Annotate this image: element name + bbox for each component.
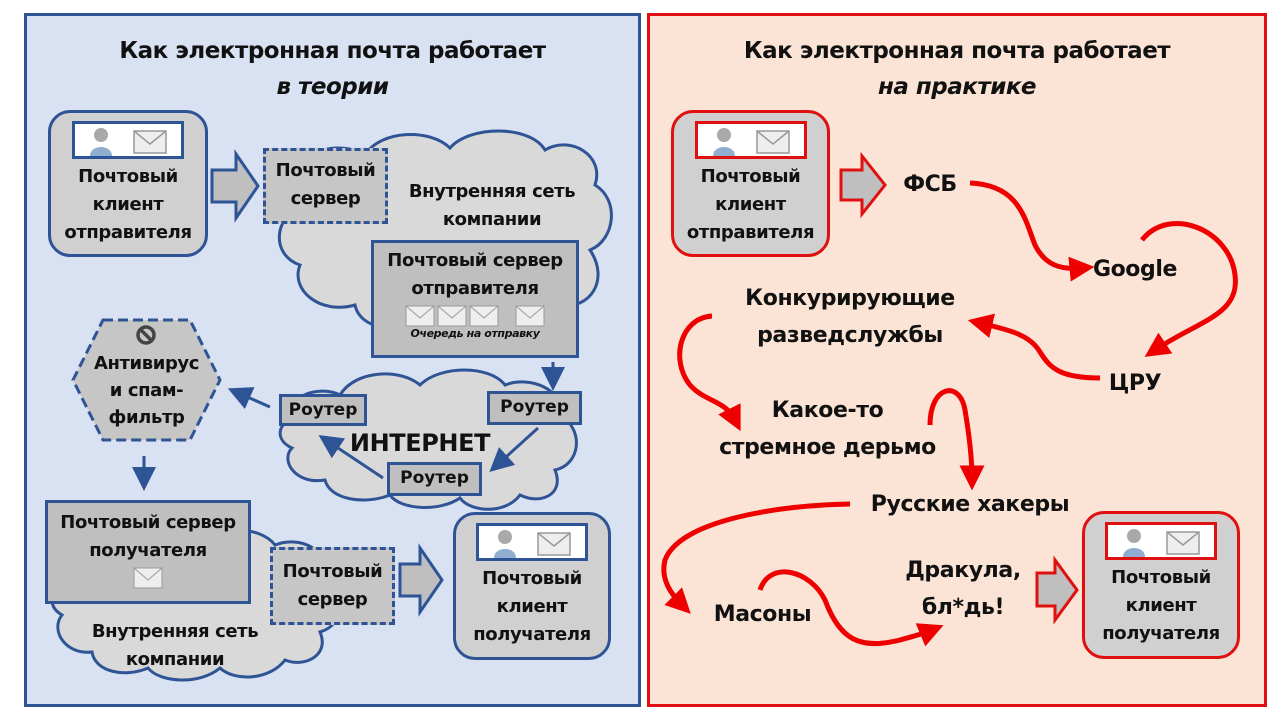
- antivirus-label-3: фильтр: [108, 407, 185, 428]
- node-fsb: ФСБ: [903, 172, 957, 197]
- node-shady-stuff: Какое-то стремное дерьмо: [690, 392, 965, 466]
- user-icon: [494, 530, 516, 558]
- node-cia: ЦРУ: [1108, 371, 1162, 396]
- node-dracula: Дракула, бл*дь!: [888, 552, 1038, 626]
- user-icon: [90, 128, 112, 156]
- internet-label: ИНТЕРНЕТ: [349, 429, 491, 457]
- sender-server-label-2: отправителя: [411, 278, 539, 299]
- envelope-icon: [755, 130, 790, 154]
- envelope-icon: [405, 305, 435, 327]
- internal-network-top-label-1: Внутренняя сеть: [408, 181, 576, 202]
- sender-client-box: Почтовый клиент отправителя: [48, 110, 208, 257]
- sender-server-label-1: Почтовый сервер: [387, 250, 563, 271]
- mail-server-bottom-label-2: сервер: [297, 589, 368, 610]
- practice-recipient-client-box: Почтовый клиент получателя: [1082, 511, 1240, 659]
- practice-sender-label-2: клиент: [715, 194, 786, 215]
- recipient-mail-server: Почтовый сервер получателя: [45, 500, 251, 604]
- envelope-icon: [133, 130, 167, 154]
- sender-mail-server: Почтовый сервер отправителя Очередь на о…: [371, 240, 579, 358]
- internal-network-bottom-label-1: Внутренняя сеть: [91, 621, 259, 642]
- node-google: Google: [1092, 257, 1178, 282]
- node-dracula-label-1: Дракула,: [905, 558, 1021, 583]
- internal-network-bottom-label-2: компании: [125, 649, 225, 670]
- mail-server-top: Почтовый сервер: [263, 148, 388, 224]
- node-competing-label-2: разведслужбы: [757, 323, 943, 348]
- recipient-server-label-2: получателя: [89, 540, 207, 561]
- antivirus-label-1: Антивирус: [93, 353, 200, 374]
- sender-client-label-1: Почтовый: [78, 166, 178, 187]
- node-shady-label-2: стремное дерьмо: [719, 435, 936, 460]
- router-left: Роутер: [279, 394, 367, 426]
- node-dracula-label-2: бл*дь!: [921, 595, 1005, 620]
- practice-sender-label-3: отправителя: [686, 222, 815, 243]
- client-icon-bar: [1105, 522, 1217, 560]
- mail-server-top-label-2: сервер: [290, 188, 361, 209]
- mail-server-top-label-1: Почтовый: [275, 160, 376, 181]
- envelope-icon: [437, 305, 467, 327]
- practice-recipient-label-3: получателя: [1102, 623, 1220, 644]
- mail-server-bottom: Почтовый сервер: [270, 547, 395, 625]
- node-shady-label-1: Какое-то: [771, 398, 884, 423]
- recipient-client-box: Почтовый клиент получателя: [453, 512, 611, 660]
- envelope-icon: [133, 567, 163, 589]
- queue-label: Очередь на отправку: [410, 327, 540, 340]
- theory-title: Как электронная почта работает: [119, 38, 546, 64]
- practice-subtitle: на практике: [877, 74, 1037, 100]
- recipient-client-label-1: Почтовый: [482, 568, 582, 589]
- envelope-icon: [469, 305, 499, 327]
- practice-sender-label-1: Почтовый: [700, 166, 801, 187]
- internal-network-top-label-2: компании: [442, 209, 542, 230]
- antivirus-label-2: и спам-: [109, 380, 184, 401]
- theory-subtitle: в теории: [276, 74, 390, 100]
- router-right: Роутер: [487, 391, 582, 425]
- node-masons: Масоны: [713, 602, 812, 627]
- client-icon-bar: [694, 121, 807, 159]
- internal-network-bottom-label: Внутренняя сеть компании: [70, 618, 280, 674]
- node-competing-label-1: Конкурирующие: [745, 286, 955, 311]
- recipient-client-label-3: получателя: [473, 624, 591, 645]
- client-icon-bar: [476, 523, 588, 561]
- envelope-icon: [515, 305, 545, 327]
- router-bottom: Роутер: [387, 462, 482, 496]
- node-competing-intel: Конкурирующие разведслужбы: [715, 280, 985, 354]
- recipient-client-label-2: клиент: [496, 596, 568, 617]
- practice-sender-client-box: Почтовый клиент отправителя: [671, 110, 830, 257]
- sender-client-label-2: клиент: [92, 194, 164, 215]
- envelope-icon: [1166, 531, 1200, 555]
- internal-network-top-label: Внутренняя сеть компании: [392, 178, 592, 234]
- mail-queue-envelopes: [374, 305, 576, 327]
- user-icon: [712, 128, 735, 156]
- sender-client-label-3: отправителя: [64, 222, 192, 243]
- practice-title: Как электронная почта работает: [743, 38, 1171, 64]
- practice-recipient-label-1: Почтовый: [1111, 567, 1211, 588]
- antivirus-label: Антивирус и спам- фильтр: [73, 350, 220, 431]
- client-icon-bar: [72, 121, 184, 159]
- practice-recipient-label-2: клиент: [1125, 595, 1197, 616]
- user-icon: [1123, 529, 1145, 557]
- envelope-icon: [537, 532, 571, 556]
- node-russian-hackers: Русские хакеры: [870, 492, 1070, 517]
- mail-server-bottom-label-1: Почтовый: [282, 561, 383, 582]
- recipient-server-label-1: Почтовый сервер: [60, 512, 236, 533]
